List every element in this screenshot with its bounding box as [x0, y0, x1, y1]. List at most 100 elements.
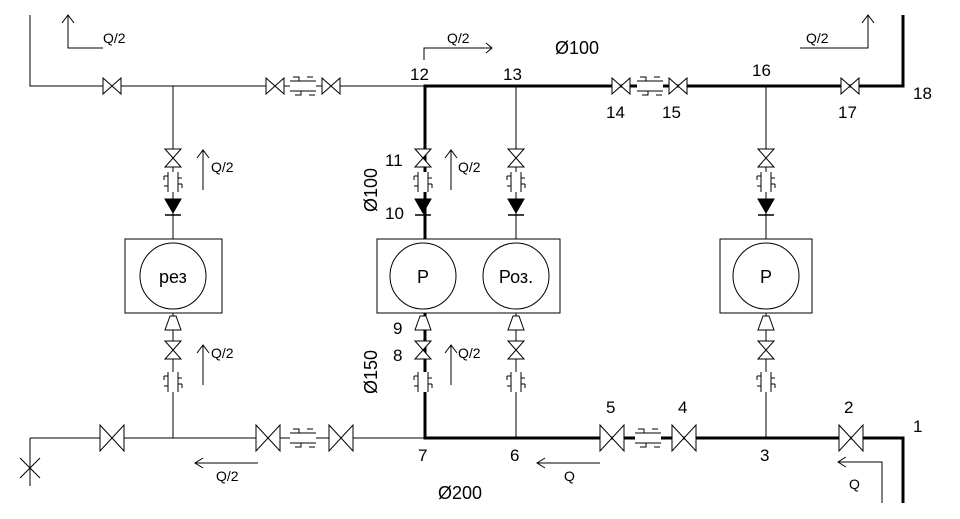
flow-arrows	[61, 14, 883, 503]
flow-label-inlet: Q	[849, 476, 860, 492]
flex-reserve-suction	[163, 371, 183, 393]
diameter-labels: Ø100 Ø100 Ø150 Ø200	[361, 38, 599, 503]
node-label-11: 11	[385, 151, 403, 170]
flex-reserve-discharge	[163, 171, 183, 193]
valve-5	[599, 424, 625, 452]
pump-label-main-right: Р	[760, 267, 772, 287]
flow-label-bottom-left: Q/2	[216, 468, 239, 484]
valve-bottom-bypass-a	[255, 424, 281, 452]
check-valve-rotation	[507, 198, 525, 216]
node-label-7: 7	[418, 446, 427, 465]
valve-bottom-bypass-b	[328, 424, 354, 452]
node-label-14: 14	[606, 103, 625, 122]
check-valve-10	[414, 198, 432, 216]
valve-2	[838, 424, 864, 452]
node-label-18: 18	[913, 84, 932, 103]
node-label-4: 4	[678, 398, 687, 417]
flow-arrow-reserve-upper	[196, 149, 210, 190]
node-label-8: 8	[393, 346, 402, 365]
reducer-rotation	[507, 315, 525, 331]
flow-arrow-reserve-lower	[196, 344, 210, 385]
valve-4	[671, 424, 697, 452]
node-labels: 1 2 3 4 5 6 7 8 9 10 11 12 13 14 15 16 1…	[385, 61, 932, 465]
flow-label-main-lower: Q/2	[458, 345, 481, 361]
valve-15	[668, 77, 688, 95]
reducer-9	[414, 315, 432, 331]
flow-labels: Q/2 Q/2 Q/2 Q/2 Q/2 Q/2 Q/2 Q/2 Q Q	[103, 30, 860, 492]
flow-arrow-main-upper	[444, 149, 458, 190]
valve-reserve-discharge	[164, 148, 182, 168]
flow-label-top-left: Q/2	[103, 30, 126, 46]
valve-top-left	[102, 77, 122, 95]
valve-14	[611, 77, 631, 95]
flow-arrow-top-right	[800, 14, 875, 49]
node-label-9: 9	[393, 319, 402, 338]
node-label-5: 5	[606, 398, 615, 417]
node-label-15: 15	[662, 103, 681, 122]
valve-right-suction	[757, 340, 775, 360]
valve-rotation-suction	[507, 340, 525, 360]
valve-reserve-suction	[164, 340, 182, 360]
valve-11	[414, 148, 432, 168]
diameter-label-bottom: Ø200	[438, 483, 482, 503]
node-label-3: 3	[760, 446, 769, 465]
pipe-plug-icon	[19, 457, 41, 479]
reducer-reserve	[164, 315, 182, 331]
diameter-label-top: Ø100	[555, 38, 599, 58]
flex-right-discharge	[756, 171, 776, 193]
diameter-label-riser: Ø100	[361, 168, 381, 212]
flex-bottom-bypass	[289, 428, 317, 448]
main-left-pump	[389, 242, 457, 310]
valve-top-bypass-a	[265, 77, 285, 95]
flow-label-top-middle: Q/2	[447, 30, 470, 46]
node-label-1: 1	[913, 417, 922, 436]
pipe-main-suction	[423, 306, 905, 503]
valve-top-bypass-b	[321, 77, 341, 95]
diameter-label-suction-riser: Ø150	[361, 350, 381, 394]
bottom-header-valves	[19, 424, 864, 479]
pipe-main-discharge	[423, 15, 905, 247]
flow-label-reserve-upper: Q/2	[211, 159, 234, 175]
reducer-right	[757, 315, 775, 331]
flow-arrow-bottom-middle	[536, 457, 600, 469]
node-label-6: 6	[510, 446, 519, 465]
flex-14-15	[636, 76, 664, 96]
flow-arrow-top-left	[61, 14, 103, 49]
reserve-pump	[139, 242, 207, 310]
pump-units	[124, 238, 813, 314]
valve-bottom-left	[99, 424, 125, 452]
node-label-10: 10	[385, 204, 404, 223]
pump-label-rotation: Роз.	[499, 267, 533, 287]
check-valve-reserve	[164, 198, 182, 216]
valve-17	[840, 77, 860, 95]
flex-right-suction	[756, 371, 776, 393]
valve-rotation-discharge	[507, 148, 525, 168]
node-label-13: 13	[503, 65, 522, 84]
flow-label-reserve-lower: Q/2	[211, 345, 234, 361]
flow-label-top-right: Q/2	[806, 30, 829, 46]
valve-right-discharge	[757, 148, 775, 168]
flow-label-main-upper: Q/2	[458, 159, 481, 175]
flex-rotation-discharge	[506, 171, 526, 193]
flex-main-left-suction	[413, 371, 433, 393]
node-label-17: 17	[838, 103, 857, 122]
rotation-pump	[482, 242, 550, 310]
flex-main-left-discharge	[413, 171, 433, 193]
flow-arrow-inlet	[837, 456, 883, 503]
valve-8	[414, 340, 432, 360]
pipe-top-left	[29, 15, 425, 87]
pump-label-reserve: рез	[159, 267, 187, 287]
check-valve-right	[757, 198, 775, 216]
flow-arrow-bottom-left	[194, 457, 258, 469]
main-right-pump	[732, 242, 800, 310]
flow-arrow-top-middle	[423, 42, 493, 60]
flow-label-bottom-middle: Q	[564, 468, 575, 484]
flow-arrow-main-lower	[444, 344, 458, 385]
node-label-2: 2	[844, 398, 853, 417]
node-label-12: 12	[410, 65, 429, 84]
flex-5-4	[634, 428, 662, 448]
flex-top-bypass	[289, 76, 317, 96]
flex-rotation-suction	[506, 371, 526, 393]
pump-labels: рез Р Роз. Р	[159, 267, 772, 287]
